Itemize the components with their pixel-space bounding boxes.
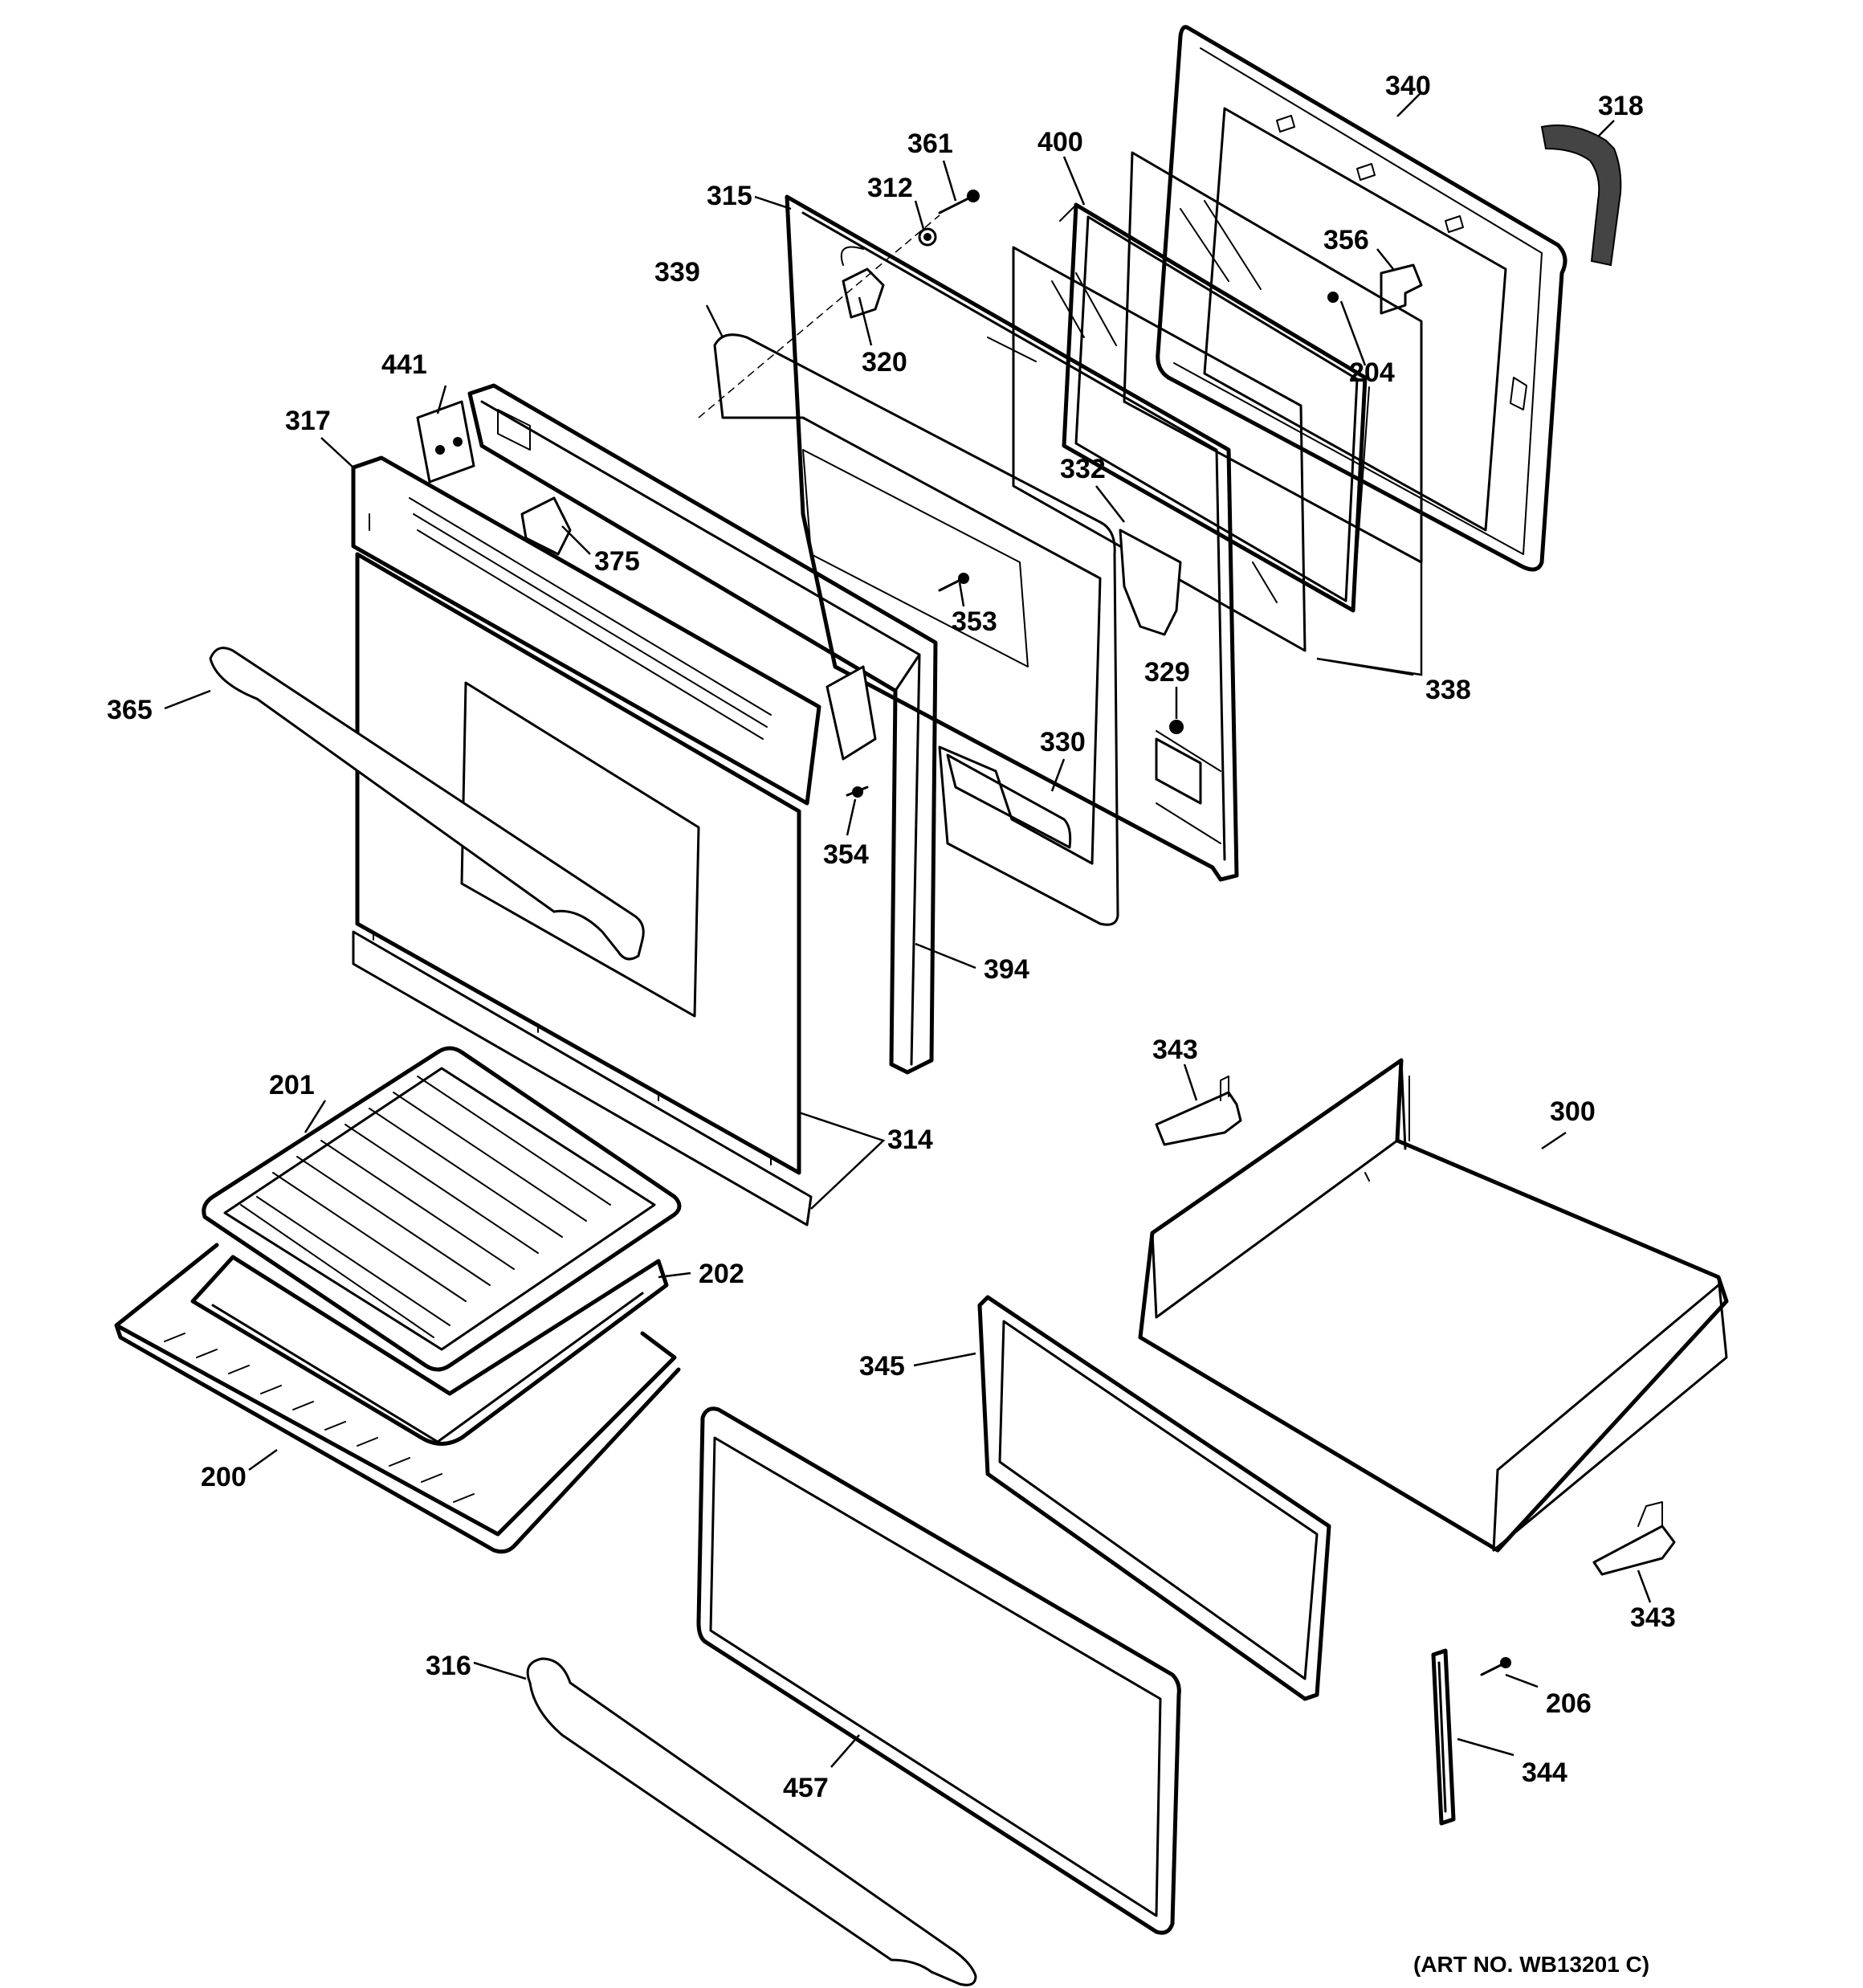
part-202-broiler-pan	[190, 1255, 669, 1446]
callout-340: 340	[1385, 71, 1431, 101]
callout-206: 206	[1546, 1688, 1592, 1719]
callout-labels: 340 318 400 361 312 315 356 339 320 204 …	[107, 71, 1676, 1977]
part-200-oven-rack	[114, 1243, 681, 1554]
callout-343-top: 343	[1152, 1035, 1198, 1065]
callout-400: 400	[1037, 127, 1083, 157]
part-300-drawer-box	[1138, 1058, 1729, 1553]
callout-330: 330	[1040, 727, 1086, 757]
callout-343-bottom: 343	[1630, 1602, 1676, 1633]
callout-345: 345	[859, 1351, 905, 1382]
callout-338: 338	[1425, 675, 1471, 705]
callout-441: 441	[381, 349, 427, 380]
callout-332: 332	[1060, 454, 1106, 484]
callout-201: 201	[269, 1070, 315, 1100]
callout-314: 314	[887, 1125, 933, 1155]
callout-316: 316	[426, 1651, 471, 1681]
callout-339: 339	[654, 257, 700, 288]
part-457-drawer-front	[696, 1406, 1181, 1935]
part-315-inner-door	[785, 194, 1239, 882]
part-318-gasket	[1540, 125, 1622, 267]
part-394-door-liner	[467, 383, 938, 1075]
callout-329: 329	[1144, 657, 1190, 688]
callout-354: 354	[823, 839, 869, 870]
leader-lines	[164, 92, 1652, 1768]
part-317-vent-trim	[351, 455, 821, 806]
part-343-drawer-slide-right	[1592, 1501, 1676, 1576]
part-206-screw	[1480, 1657, 1511, 1676]
part-312-washer	[918, 227, 937, 247]
part-356-hinge-bracket	[1380, 263, 1423, 315]
part-339-insulation	[713, 333, 1119, 926]
part-343-drawer-slide-left	[1155, 1076, 1242, 1146]
callout-375: 375	[594, 546, 640, 577]
callout-320: 320	[862, 347, 907, 378]
callout-318: 318	[1598, 91, 1644, 121]
callout-317: 317	[285, 406, 331, 436]
part-400-glass-frame	[1059, 202, 1370, 613]
callout-365: 365	[107, 695, 153, 725]
callout-204: 204	[1349, 357, 1395, 388]
part-354-screw	[846, 786, 869, 798]
part-204-screw	[1327, 292, 1339, 303]
part-332-bracket	[1119, 529, 1182, 636]
callout-361: 361	[907, 129, 953, 159]
part-330-panel	[946, 753, 1072, 849]
part-201-broiler-grid	[202, 1046, 682, 1372]
callout-353: 353	[952, 606, 997, 637]
callout-200: 200	[201, 1462, 247, 1492]
part-329-clip	[1169, 720, 1184, 734]
part-375-bracket	[520, 496, 572, 556]
callout-457: 457	[783, 1773, 829, 1803]
part-365-door-handle	[209, 647, 645, 961]
callout-344: 344	[1522, 1757, 1567, 1788]
callout-356: 356	[1323, 225, 1369, 255]
part-441-hinge	[416, 400, 475, 484]
part-314-outer-door	[352, 552, 813, 1227]
part-344-drawer-rail	[1431, 1648, 1456, 1826]
callout-202: 202	[699, 1259, 744, 1289]
callout-300: 300	[1550, 1096, 1596, 1127]
part-361-screw	[938, 190, 980, 214]
callout-312: 312	[867, 173, 913, 203]
part-316-drawer-handle	[526, 1657, 977, 1986]
part-394-hinge-right	[826, 665, 877, 761]
art-number: (ART NO. WB13201 C)	[1413, 1952, 1649, 1977]
part-320-hinge	[842, 267, 885, 319]
callout-394: 394	[984, 954, 1029, 985]
part-345-drawer-panel	[977, 1295, 1331, 1701]
part-353-screw	[938, 573, 969, 592]
callout-315: 315	[707, 181, 752, 211]
